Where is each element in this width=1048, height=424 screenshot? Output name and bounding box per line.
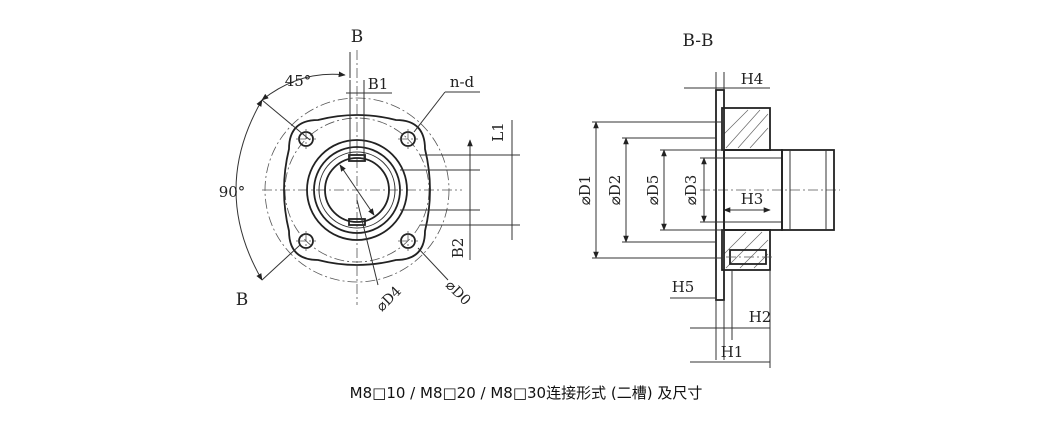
dim-d1-label: ⌀D1 <box>576 175 594 206</box>
section-view: B-B <box>576 31 840 368</box>
bolt-circle <box>284 117 430 263</box>
hub-ring-inner <box>318 151 396 229</box>
front-view: B B 45° 90° B1 n-d L1 B2 ⌀D4 ⌀D0 <box>219 27 520 315</box>
dim-l1-label: L1 <box>489 122 507 142</box>
hub-ring <box>313 146 401 234</box>
dim-d4-label: ⌀D4 <box>373 283 405 315</box>
angle-90-label: 90° <box>219 183 246 201</box>
dim-nd-label: n-d <box>450 73 475 91</box>
keyway-bottom <box>348 218 366 226</box>
dim-h2-label: H2 <box>749 308 772 326</box>
dim-h3-label: H3 <box>741 190 764 208</box>
section-marker-top: B <box>351 27 364 47</box>
dim-b1-label: B1 <box>368 75 389 93</box>
dim-b2-label: B2 <box>449 238 467 259</box>
shaft <box>781 149 835 231</box>
section-title: B-B <box>682 31 713 51</box>
dim-h1-label: H1 <box>721 343 744 361</box>
dim-h4-label: H4 <box>741 70 764 88</box>
outer-reference-circle <box>264 97 450 283</box>
section-marker-bottom: B <box>236 290 249 310</box>
dim-d5-label: ⌀D5 <box>644 175 662 206</box>
flange-outline <box>283 114 431 266</box>
angle-45-label: 45° <box>285 72 312 90</box>
dim-d0-label: ⌀D0 <box>442 277 474 309</box>
dim-d3-label: ⌀D3 <box>682 175 700 206</box>
figure-caption: M8□10 / M8□20 / M8□30连接形式 (二槽) 及尺寸 <box>350 384 703 402</box>
keyway-top <box>348 154 366 162</box>
dim-d2-label: ⌀D2 <box>606 175 624 206</box>
hub-outer <box>306 139 408 241</box>
bore <box>324 157 390 223</box>
dim-h5-label: H5 <box>672 278 695 296</box>
